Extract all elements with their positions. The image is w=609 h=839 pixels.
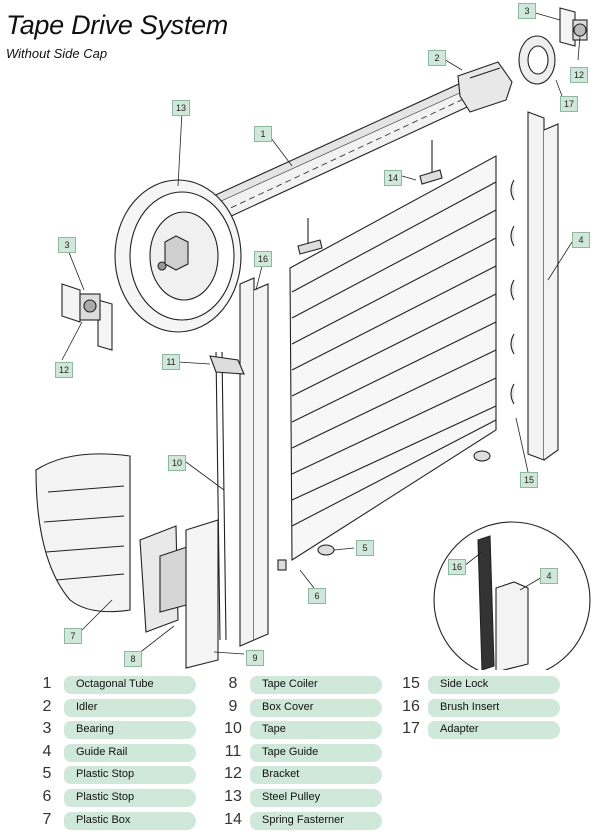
callout-2: 2 (428, 50, 446, 66)
legend-number: 3 (42, 720, 52, 738)
leader-lines (61, 11, 581, 655)
legend-item: 8 Tape Coiler (222, 673, 402, 696)
callout-3-left: 3 (58, 237, 76, 253)
legend-label: Plastic Box (76, 813, 131, 826)
legend-item: 16 Brush Insert (400, 696, 580, 719)
callout-6: 6 (308, 588, 326, 604)
legend-number: 17 (402, 720, 420, 738)
legend-item: 10 Tape (222, 718, 402, 741)
page-title: Tape Drive System (6, 10, 228, 40)
legend-number: 15 (402, 675, 420, 692)
legend-item: 7 Plastic Box (36, 809, 216, 832)
legend-number: 1 (42, 675, 52, 692)
legend-label: Bracket (262, 768, 300, 781)
tape-guide (209, 355, 245, 375)
callout-12-left: 12 (55, 362, 73, 378)
legend-number: 8 (228, 675, 238, 692)
page-subtitle: Without Side Cap (6, 46, 108, 61)
callout-16-main: 16 (254, 251, 272, 267)
legend-label: Brush Insert (440, 700, 500, 713)
legend-number: 12 (224, 765, 242, 783)
legend-label: Tape Guide (262, 745, 319, 758)
legend-item: 12 Bracket (222, 763, 402, 786)
legend-number: 4 (42, 742, 52, 760)
callout-9: 9 (246, 650, 264, 666)
callout-11: 11 (162, 354, 180, 370)
callout-16-inset: 16 (448, 559, 466, 575)
legend-number: 11 (224, 742, 242, 760)
bracket-bearing-top (559, 7, 588, 47)
legend-column-2: 8 Tape Coiler 9 Box Cover 10 Tape 11 Tape Gu… (222, 673, 402, 831)
legend-item: 4 Guide Rail (36, 741, 216, 764)
guide-rail-right (527, 111, 559, 461)
callout-4-rail: 4 (572, 232, 590, 248)
legend-item: 3 Bearing (36, 718, 216, 741)
legend-label: Side Lock (440, 678, 489, 690)
box-cover (185, 519, 219, 669)
legend-column-1: 1 Octagonal Tube 2 Idler 3 Bearing 4 Guide R… (36, 673, 216, 831)
bracket-bearing-left (61, 283, 113, 351)
legend-item: 2 Idler (36, 696, 216, 719)
legend-item: 9 Box Cover (222, 696, 402, 719)
legend-label: Tape (262, 723, 286, 736)
legend-item: 1 Octagonal Tube (36, 673, 216, 696)
legend-item: 5 Plastic Stop (36, 763, 216, 786)
legend-number: 10 (224, 720, 242, 738)
legend-label: Plastic Stop (76, 790, 135, 803)
callout-15: 15 (520, 472, 538, 488)
steel-pulley (114, 179, 242, 333)
legend-label: Octagonal Tube (76, 678, 154, 690)
legend-item: 6 Plastic Stop (36, 786, 216, 809)
callout-14: 14 (384, 170, 402, 186)
tape-coiler (139, 525, 191, 633)
legend-number: 2 (42, 697, 52, 715)
callout-13: 13 (172, 100, 190, 116)
legend-label: Tape Coiler (262, 678, 318, 690)
callout-17: 17 (560, 96, 578, 112)
legend-label: Bearing (76, 723, 114, 736)
legend-label: Steel Pulley (262, 790, 321, 803)
legend-column-3: 15 Side Lock 16 Brush Insert 17 Adapter (400, 673, 580, 741)
callout-7: 7 (64, 628, 82, 644)
adapter (518, 35, 556, 85)
legend-item: 14 Spring Fasterner (222, 809, 402, 832)
exploded-diagram (35, 7, 591, 670)
callout-12-top: 12 (570, 67, 588, 83)
callout-5: 5 (356, 540, 374, 556)
legend-label: Spring Fasterner (262, 813, 344, 826)
spring-fasteners (297, 140, 443, 255)
legend-item: 15 Side Lock (400, 673, 580, 696)
legend-number: 7 (42, 810, 52, 828)
parts-legend: 1 Octagonal Tube 2 Idler 3 Bearing 4 Guide R… (36, 673, 596, 833)
legend-number: 6 (42, 787, 52, 805)
callout-4-inset: 4 (540, 568, 558, 584)
callout-10: 10 (168, 455, 186, 471)
legend-label: Idler (76, 700, 98, 713)
legend-number: 9 (228, 697, 238, 715)
legend-number: 5 (42, 765, 52, 783)
detail-inset (433, 521, 591, 670)
callout-8: 8 (124, 651, 142, 667)
legend-item: 11 Tape Guide (222, 741, 402, 764)
legend-label: Plastic Stop (76, 768, 135, 781)
door-slats (289, 155, 497, 561)
legend-number: 14 (224, 810, 242, 828)
legend-label: Guide Rail (76, 745, 128, 758)
plastic-stops (277, 450, 491, 571)
legend-label: Box Cover (262, 700, 314, 713)
tape (215, 351, 227, 641)
legend-item: 13 Steel Pulley (222, 786, 402, 809)
legend-label: Adapter (440, 723, 479, 736)
callout-1: 1 (254, 126, 272, 142)
idler (457, 61, 513, 113)
legend-number: 13 (224, 787, 242, 805)
plastic-box (35, 453, 131, 613)
callout-3-top: 3 (518, 3, 536, 19)
guide-rail-left (239, 277, 269, 647)
legend-item: 17 Adapter (400, 718, 580, 741)
legend-number: 16 (402, 697, 420, 715)
